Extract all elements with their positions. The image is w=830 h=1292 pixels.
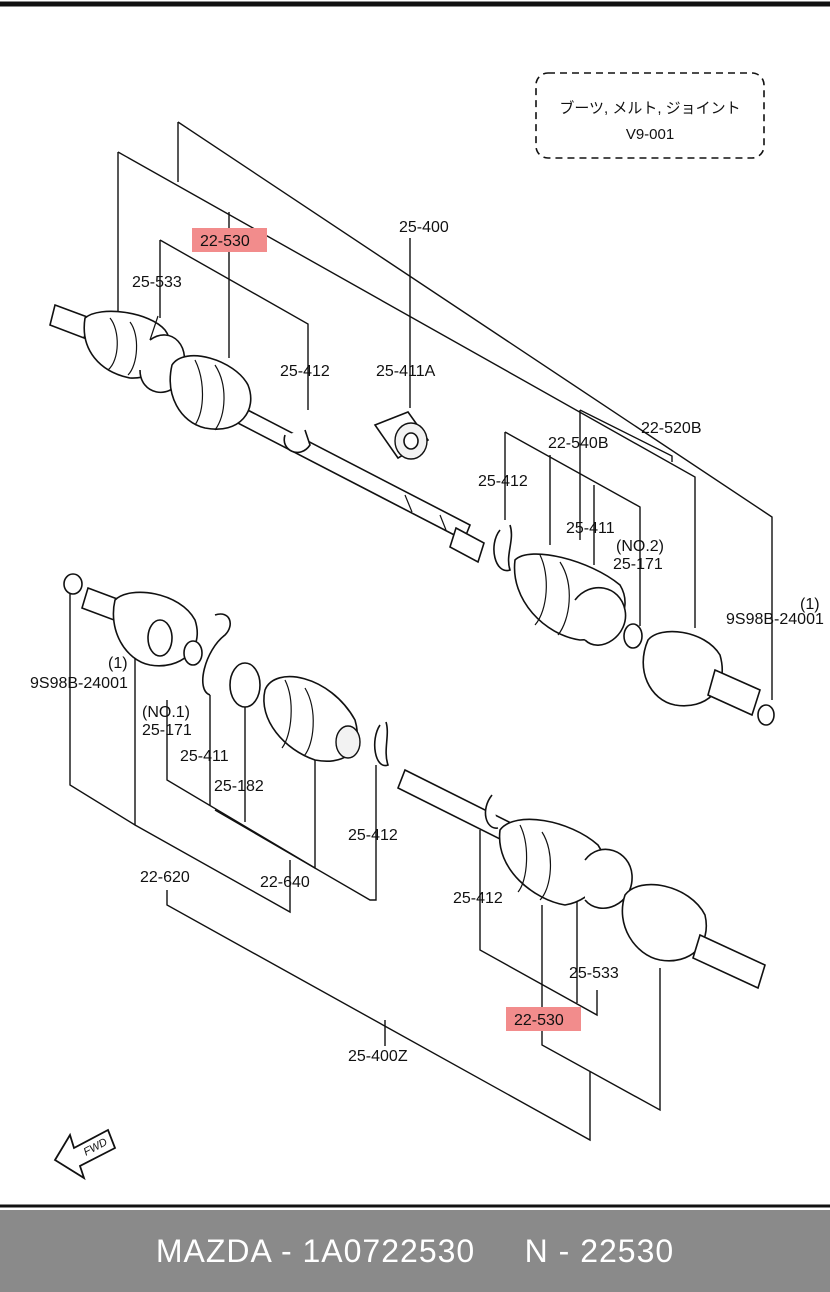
footer-bar: MAZDA - 1A0722530 N - 22530	[0, 1210, 830, 1292]
label-22-530-bottom: 22-530	[514, 1012, 564, 1029]
label-one-right: (1)	[800, 596, 820, 613]
label-25-400Z: 25-400Z	[348, 1048, 408, 1065]
top-leader-lines	[117, 121, 773, 700]
footer-gap	[475, 1233, 524, 1270]
label-9s98b-right: 9S98B-24001	[726, 611, 824, 628]
label-25-171-right: 25-171	[613, 556, 663, 573]
circlip-9s98b-top	[757, 704, 775, 726]
label-22-530-top: 22-530	[200, 233, 250, 250]
fwd-arrow-icon: FWD	[53, 1128, 117, 1181]
snap-ring-25-171-bottom	[183, 640, 203, 666]
footer-brand: MAZDA - 1A0722530	[155, 1232, 476, 1269]
label-22-620: 22-620	[140, 869, 190, 886]
clip-25-412-right	[493, 524, 513, 572]
clip-25-412-bottom-right	[484, 794, 499, 829]
circlip-9s98b-bottom	[63, 573, 83, 595]
label-25-412-d: 25-412	[453, 890, 503, 907]
outer-cv-boot-bottom	[621, 883, 708, 962]
label-22-640: 22-640	[260, 874, 310, 891]
dynamic-damper-25-411A	[373, 411, 430, 460]
highlight-top	[192, 228, 267, 252]
label-25-412-b: 25-412	[478, 473, 528, 490]
label-22-540B: 22-540B	[548, 435, 609, 452]
top-driveshaft-assembly	[49, 303, 775, 726]
top-shaft	[230, 403, 472, 542]
label-one-left: (1)	[108, 655, 128, 672]
boot-band-25-411-bottom	[202, 613, 231, 696]
footer-code: N - 22530	[524, 1232, 675, 1269]
label-25-412-c: 25-412	[348, 827, 398, 844]
note-box: ブーツ, メルト, ジョイント V9-001	[535, 72, 765, 159]
part-labels: 25-400 22-530 25-533 25-412 25-411A 22-5…	[30, 219, 824, 1065]
note-line-1: ブーツ, メルト, ジョイント	[559, 99, 740, 117]
label-22-520B: 22-520B	[641, 420, 702, 437]
clip-25-412-top	[283, 429, 311, 454]
outer-stub-spline	[49, 303, 91, 340]
label-25-411-left: 25-411	[180, 748, 229, 765]
label-25-533-bottom: 25-533	[569, 965, 619, 982]
label-no1: (NO.1)	[142, 704, 190, 721]
top-spline-end	[449, 526, 485, 564]
label-25-412-a: 25-412	[280, 363, 330, 380]
clip-25-412-bottom-left	[373, 721, 390, 767]
boot-band-25-182	[229, 662, 261, 708]
label-25-411-right: 25-411	[566, 520, 615, 537]
outer-boot-22-530	[169, 355, 252, 430]
label-25-411A: 25-411A	[376, 363, 436, 380]
label-25-400: 25-400	[399, 219, 449, 236]
label-no2: (NO.2)	[616, 538, 664, 555]
bottom-driveshaft-assembly	[63, 573, 766, 990]
bottom-leader-lines	[69, 590, 661, 1142]
label-25-182: 25-182	[214, 778, 264, 795]
note-line-2: V9-001	[626, 126, 674, 143]
snap-ring-25-171-top	[623, 623, 643, 649]
boot-band-25-411-top	[574, 586, 627, 646]
label-25-533-top: 25-533	[132, 274, 182, 291]
boot-band-25-533-bottom	[584, 848, 633, 910]
highlight-bottom	[506, 1007, 581, 1031]
label-25-171-left: 25-171	[142, 722, 192, 739]
label-9s98b-left: 9S98B-24001	[30, 675, 128, 692]
